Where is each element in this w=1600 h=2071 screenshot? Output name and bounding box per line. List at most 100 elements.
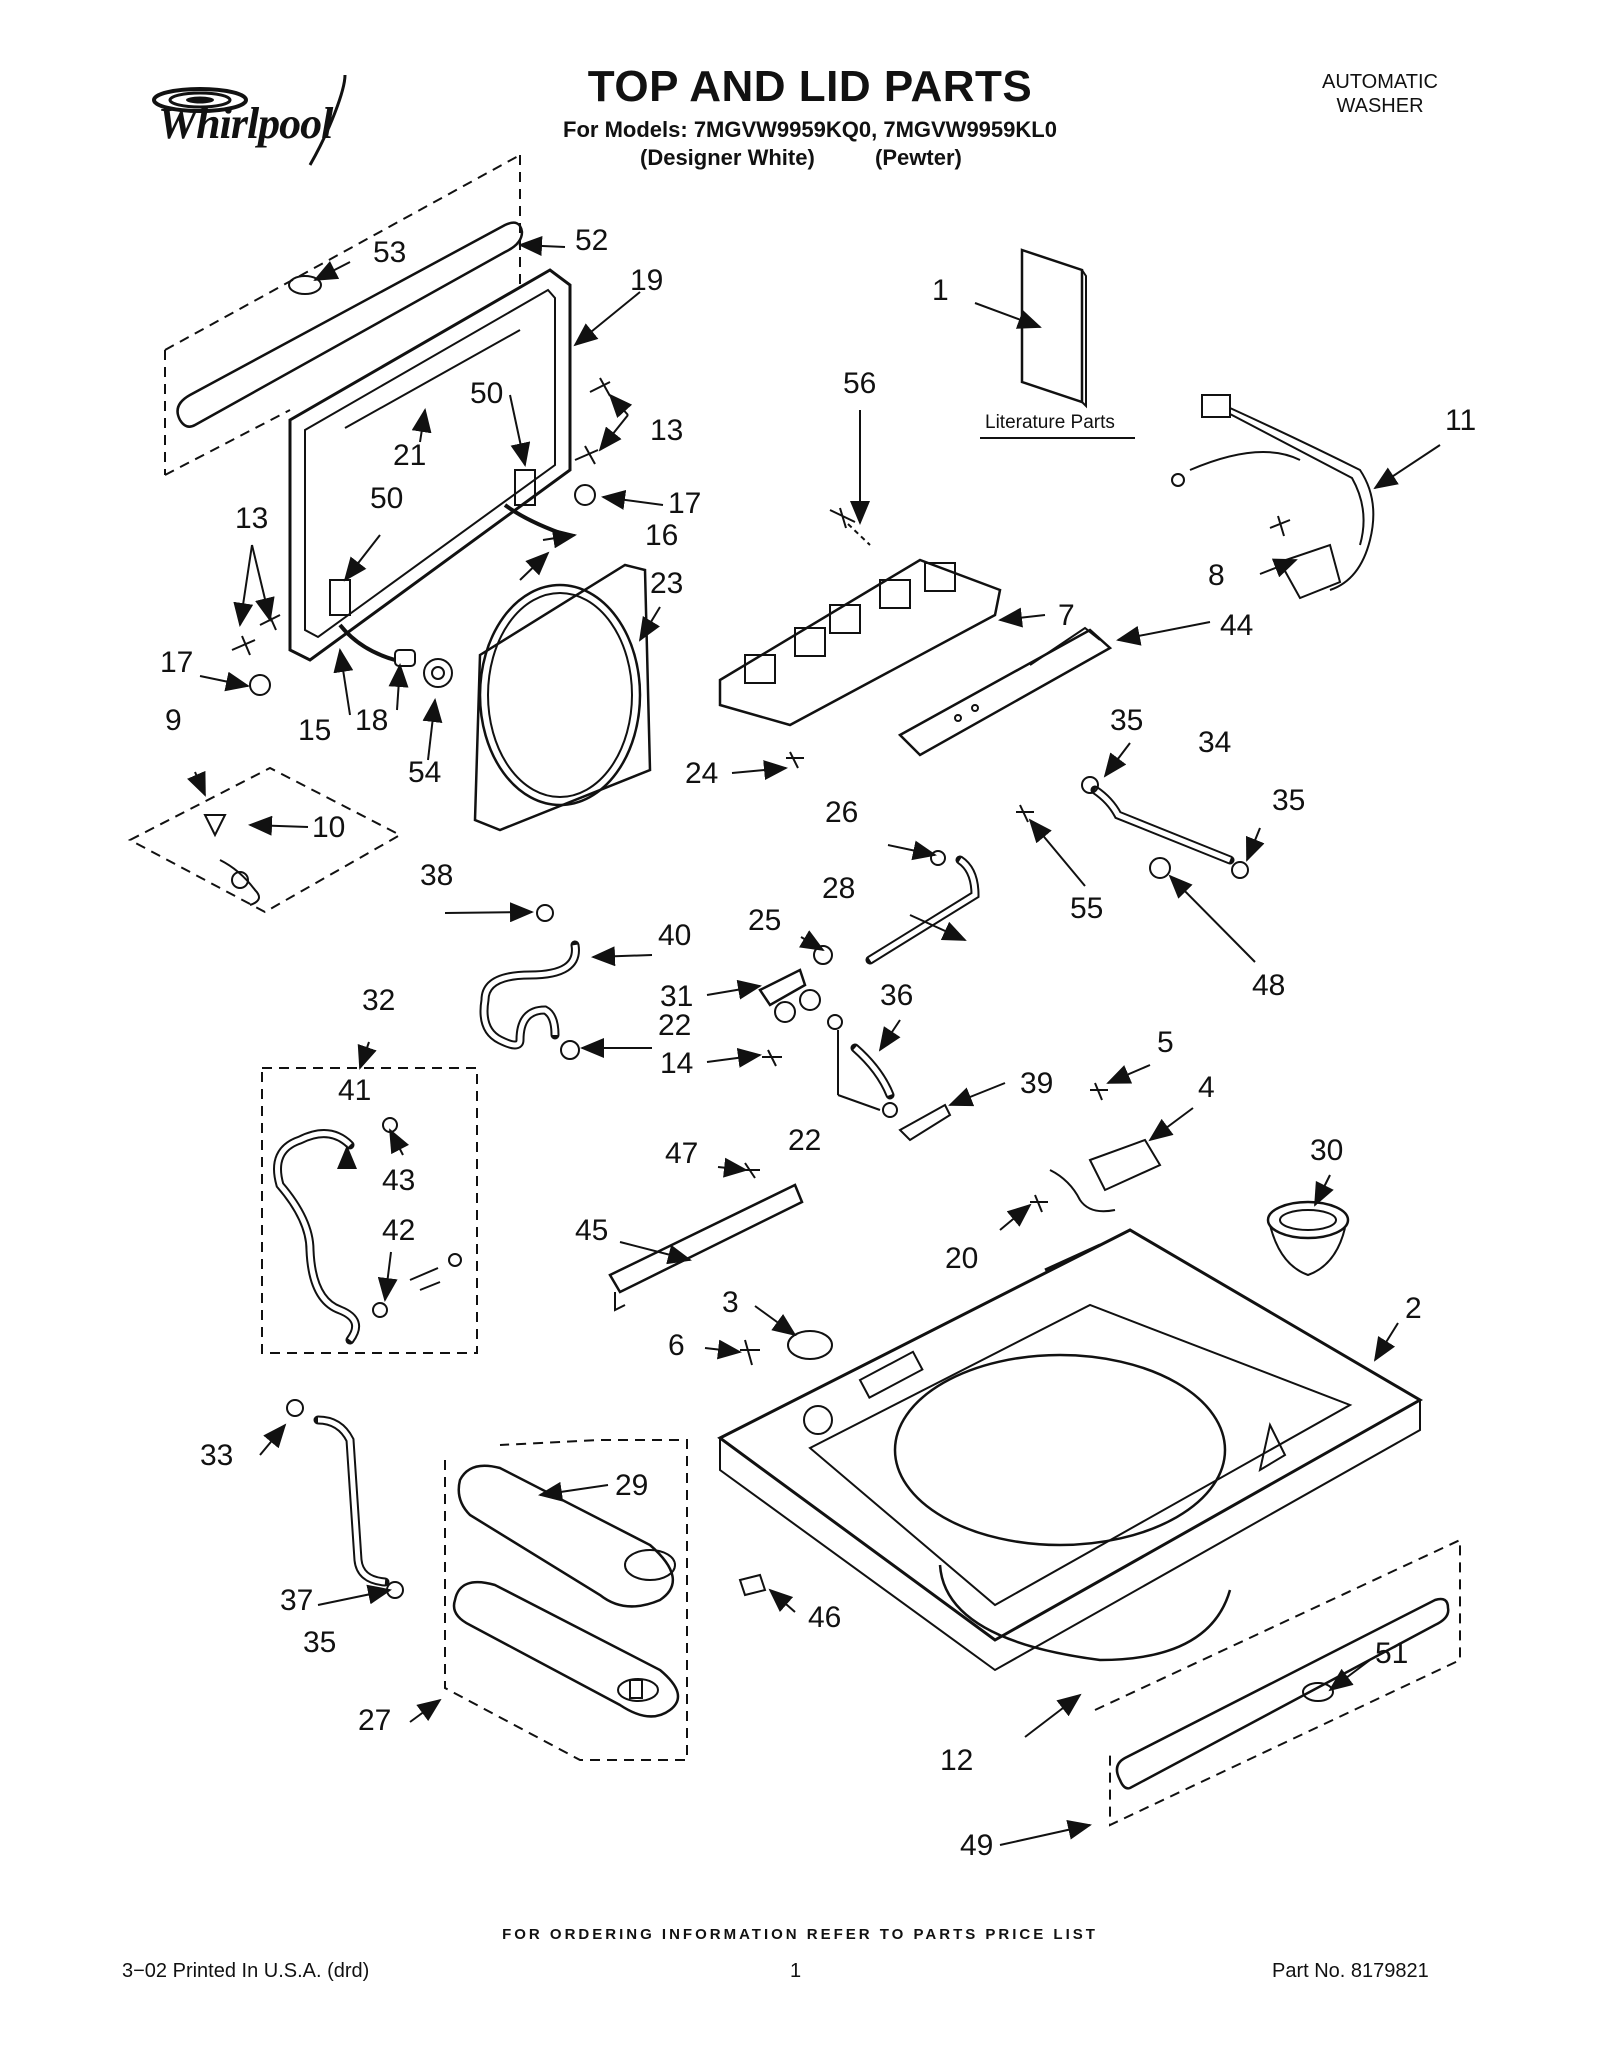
lid-plug <box>288 275 322 295</box>
callout-29: 29 <box>615 1469 648 1502</box>
model-color-pewter: (Pewter) <box>875 145 962 170</box>
callout-39: 39 <box>1020 1067 1053 1100</box>
callout-5: 5 <box>1157 1026 1174 1059</box>
models-line: For Models: 7MGVW9959KQ0, 7MGVW9959KL0 <box>563 117 1057 142</box>
callout-9: 9 <box>165 704 182 737</box>
screw <box>259 611 281 631</box>
bracket <box>898 1103 952 1142</box>
callout-55: 55 <box>1070 892 1103 925</box>
callout-40: 40 <box>658 919 691 952</box>
callout-52: 52 <box>575 224 608 257</box>
callout-31: 31 <box>660 980 693 1013</box>
callout-45: 45 <box>575 1214 608 1247</box>
hinge-rod <box>503 503 561 535</box>
callout-20: 20 <box>945 1242 978 1275</box>
callout-33: 33 <box>200 1439 233 1472</box>
callout-22-b: 22 <box>788 1124 821 1157</box>
wire-harness <box>1171 394 1375 591</box>
spacer <box>394 649 416 667</box>
callout-6: 6 <box>668 1329 685 1362</box>
callout-24: 24 <box>685 757 718 790</box>
callout-36: 36 <box>880 979 913 1012</box>
callout-17-b: 17 <box>160 646 193 679</box>
callout-43: 43 <box>382 1164 415 1197</box>
callout-41: 41 <box>338 1074 371 1107</box>
callout-18: 18 <box>355 704 388 737</box>
screw <box>231 635 256 656</box>
callout-19: 19 <box>630 264 663 297</box>
lid-clip <box>423 658 453 688</box>
callout-34: 34 <box>1198 726 1231 759</box>
ordering-note: FOR ORDERING INFORMATION REFER TO PARTS … <box>502 1926 1098 1943</box>
callout-labels: 52 53 19 1 56 11 8 7 44 35 34 35 55 48 2… <box>160 224 1476 1862</box>
hose-36-group <box>827 1014 898 1118</box>
lid-rod <box>338 623 396 662</box>
callout-15: 15 <box>298 714 331 747</box>
callout-13-a: 13 <box>650 414 683 447</box>
washer-top <box>717 1228 1424 1672</box>
callout-42: 42 <box>382 1214 415 1247</box>
callout-35-c: 35 <box>303 1626 336 1659</box>
callout-35-b: 35 <box>1272 784 1305 817</box>
callout-8: 8 <box>1208 559 1225 592</box>
hose-32-group <box>261 1067 478 1354</box>
callout-16: 16 <box>645 519 678 552</box>
ring <box>787 1330 833 1360</box>
literature-parts-label: Literature Parts <box>985 412 1115 433</box>
callout-35-a: 35 <box>1110 704 1143 737</box>
callout-3: 3 <box>722 1286 739 1319</box>
control-shield <box>897 626 1113 757</box>
callout-51: 51 <box>1375 1637 1408 1670</box>
callout-4: 4 <box>1198 1071 1215 1104</box>
screw <box>738 1573 767 1597</box>
callout-27: 27 <box>358 1704 391 1737</box>
callout-32: 32 <box>362 984 395 1017</box>
clamp <box>813 945 833 965</box>
hose-assembly <box>813 850 980 965</box>
callout-23: 23 <box>650 567 683 600</box>
callout-49: 49 <box>960 1829 993 1862</box>
wire-cover <box>1030 1082 1162 1213</box>
callout-44: 44 <box>1220 609 1253 642</box>
callout-28: 28 <box>822 872 855 905</box>
lid-trim <box>176 221 524 428</box>
callout-37: 37 <box>280 1584 313 1617</box>
brand-name: Whirlpool <box>158 99 333 148</box>
control-bracket <box>718 507 1002 727</box>
callout-26: 26 <box>825 796 858 829</box>
bumper <box>249 674 271 696</box>
callout-21: 21 <box>393 439 426 472</box>
dispenser-group <box>444 1439 688 1761</box>
callout-54: 54 <box>408 756 441 789</box>
front-trim <box>1115 1597 1450 1790</box>
callout-50-a: 50 <box>470 377 503 410</box>
screw <box>740 1339 760 1366</box>
lid-switch <box>1269 515 1342 600</box>
hose-40-group <box>479 904 580 1060</box>
screw <box>589 377 611 397</box>
product-type-line-1: AUTOMATIC <box>1322 71 1438 93</box>
lid-bezel-group <box>473 563 652 832</box>
callout-10: 10 <box>312 811 345 844</box>
callout-47: 47 <box>665 1137 698 1170</box>
callout-25: 25 <box>748 904 781 937</box>
callout-13-b: 13 <box>235 502 268 535</box>
callout-53: 53 <box>373 236 406 269</box>
callout-48: 48 <box>1252 969 1285 1002</box>
plug <box>1302 1682 1334 1702</box>
callout-56: 56 <box>843 367 876 400</box>
screw <box>574 445 599 465</box>
hose-37-group <box>286 1399 404 1599</box>
page-title: TOP AND LID PARTS <box>587 62 1033 111</box>
callout-22-a: 22 <box>658 1009 691 1042</box>
valve-assembly <box>758 968 821 1067</box>
brace <box>608 1162 804 1312</box>
callout-2: 2 <box>1405 1292 1422 1325</box>
clamp <box>930 850 946 866</box>
product-type: AUTOMATIC WASHER <box>1280 70 1480 118</box>
callout-30: 30 <box>1310 1134 1343 1167</box>
bleach-funnel <box>1266 1200 1350 1277</box>
callout-38: 38 <box>420 859 453 892</box>
callout-1: 1 <box>932 274 949 307</box>
